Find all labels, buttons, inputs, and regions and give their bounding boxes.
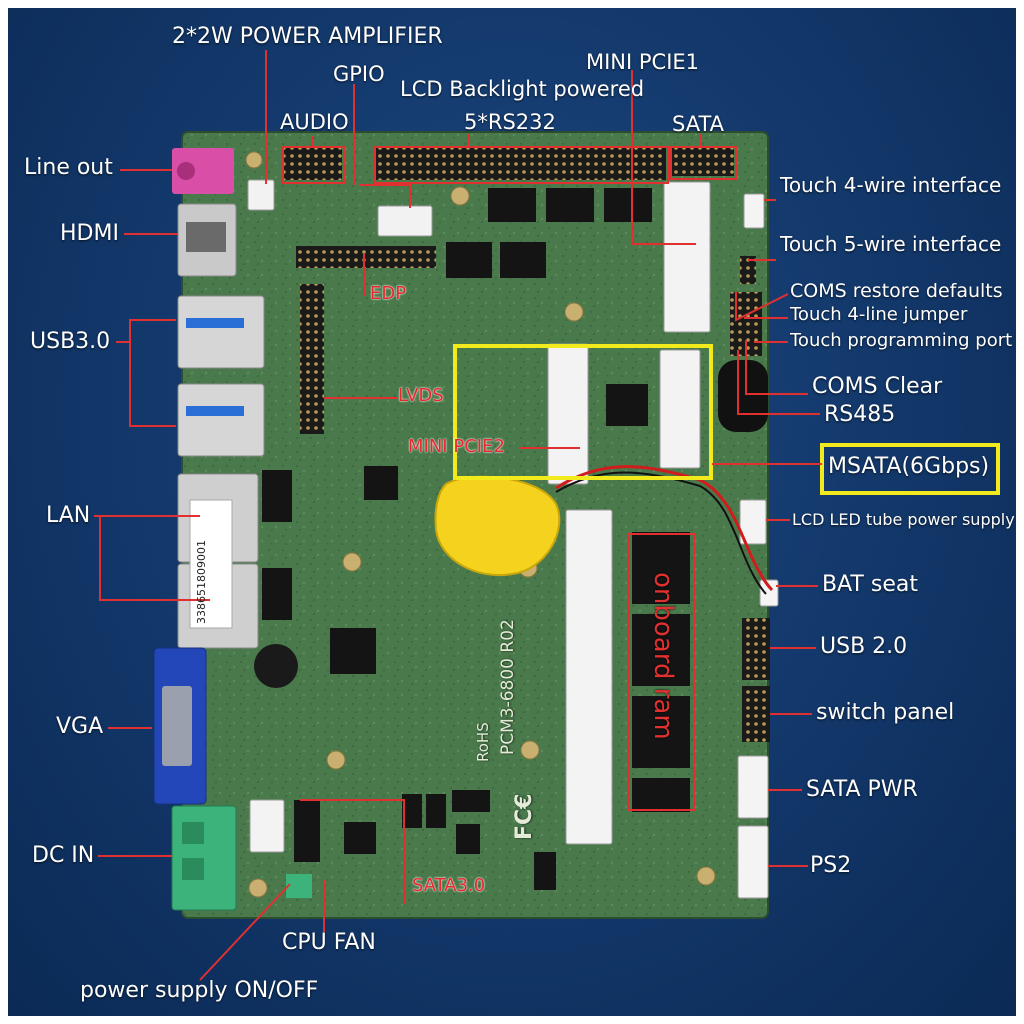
label-touch5-interface: Touch 5-wire interface [780, 232, 1002, 256]
switch-panel-header [742, 686, 770, 742]
label-usb3: USB3.0 [30, 329, 111, 354]
highlight-msata-label [820, 443, 1000, 495]
audio-header [284, 148, 342, 180]
label-power-amplifier: 2*2W POWER AMPLIFIER [172, 24, 443, 49]
mini-pcie2-slot [547, 343, 589, 485]
label-msata: MSATA(6Gbps) [828, 454, 990, 479]
label-rs485: RS485 [824, 402, 896, 427]
board-model-mark: PCM3-6800 R02 [498, 619, 518, 755]
label-ps2: PS2 [810, 853, 852, 878]
label-mini-pcie1: MINI PCIE1 [586, 50, 700, 74]
sata3-connector [294, 800, 320, 862]
msata-slot [659, 349, 701, 469]
label-line-out: Line out [24, 155, 113, 180]
so-dimm-slot [565, 509, 613, 845]
ps2-connector [737, 825, 769, 899]
label-lan: LAN [46, 503, 91, 528]
sata-pwr-connector [737, 755, 769, 819]
amp-connector [247, 179, 275, 211]
label-touch4-interface: Touch 4-wire interface [780, 173, 1002, 197]
backlight-connector [377, 205, 433, 237]
highlight-pcie-msata [453, 344, 713, 480]
serial-barcode-text: 338651809001 [195, 540, 208, 624]
usb2-header [742, 618, 770, 680]
usb3-port-lower [177, 383, 265, 457]
label-sata-pwr: SATA PWR [806, 777, 918, 802]
label-onboard-ram: onboard ram [648, 572, 678, 740]
mini-pcie1-slot [663, 181, 711, 333]
label-lcd-led-supply: LCD LED tube power supply [792, 510, 1015, 529]
label-lcd-backlight: LCD Backlight powered [400, 77, 645, 101]
label-dc-in: DC IN [32, 843, 95, 868]
battery-coin-cell [434, 475, 561, 577]
label-power-switch: power supply ON/OFF [80, 978, 319, 1003]
cpu-fan-connector [249, 799, 285, 853]
serial-sticker [189, 499, 233, 629]
fcc-mark: FC€ [512, 793, 537, 840]
label-gpio: GPIO [333, 62, 385, 86]
label-edp: EDP [370, 283, 407, 304]
label-audio: AUDIO [280, 110, 349, 134]
rohs-mark: RoHS [474, 722, 492, 762]
label-usb2: USB 2.0 [820, 634, 908, 659]
edp-header [296, 246, 436, 268]
label-vga: VGA [56, 714, 104, 739]
lvds-header [300, 284, 324, 434]
label-cmos-defaults: COMS restore defaults [790, 280, 1003, 302]
label-lvds: LVDS [398, 385, 444, 406]
rs485-connector [718, 360, 768, 432]
label-touch4-jumper: Touch 4-line jumper [790, 304, 968, 325]
usb3-port-upper [177, 295, 265, 369]
rs232-header [376, 148, 666, 180]
label-bat-seat: BAT seat [822, 572, 918, 597]
label-rs232: 5*RS232 [464, 110, 556, 134]
label-sata3: SATA3.0 [412, 875, 486, 896]
main-chip [330, 628, 376, 674]
buzzer [254, 644, 298, 688]
label-sata: SATA [672, 112, 725, 136]
sata-header [672, 148, 734, 176]
label-cmos-clear: COMS Clear [812, 374, 943, 399]
line-out-jack [172, 148, 234, 194]
label-touch-programming: Touch programming port [790, 330, 1013, 351]
label-switch-panel: switch panel [816, 700, 955, 725]
label-mini-pcie2: MINI PCIE2 [408, 436, 505, 457]
label-hdmi: HDMI [60, 221, 119, 246]
label-cpu-fan: CPU FAN [282, 930, 376, 955]
